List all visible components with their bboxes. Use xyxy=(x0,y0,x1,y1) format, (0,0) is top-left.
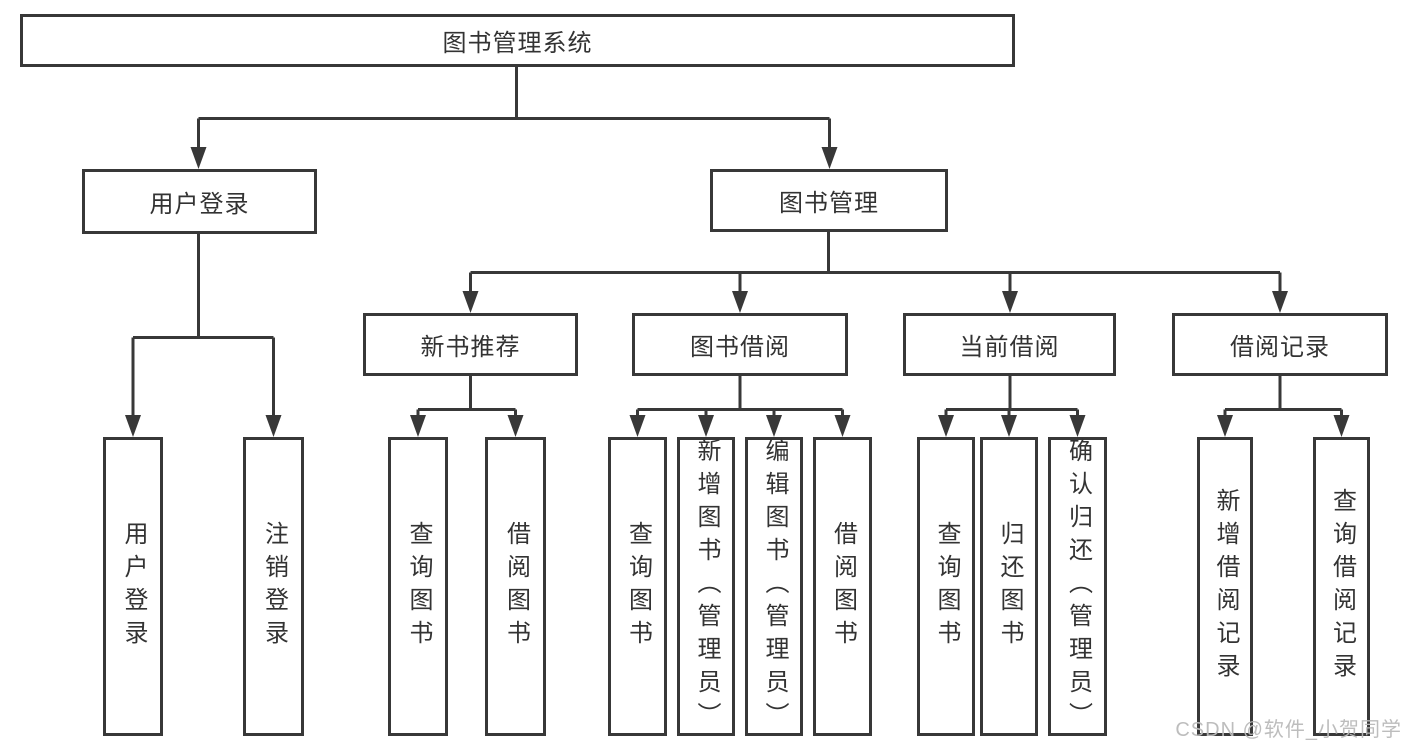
connector-new-book-rec-to-children xyxy=(416,376,517,418)
node-label: 查询图书 xyxy=(624,520,652,653)
node-leaf-query-books-3: 查询图书 xyxy=(917,437,975,736)
node-leaf-confirm-return-admin: 确认归还（管理员） xyxy=(1048,437,1107,736)
node-current-borrowing: 当前借阅 xyxy=(903,313,1116,376)
node-leaf-add-borrow-record: 新增借阅记录 xyxy=(1197,437,1253,736)
node-label: 新书推荐 xyxy=(420,334,521,361)
node-new-book-recommendation: 新书推荐 xyxy=(363,313,578,376)
connector-book-mgmt-to-level3 xyxy=(469,232,1282,294)
node-book-management: 图书管理 xyxy=(710,169,948,232)
node-label: 用户登录 xyxy=(149,191,250,218)
connector-book-borrow-to-children xyxy=(636,376,844,418)
node-label: 新增图书（管理员） xyxy=(693,438,720,735)
node-leaf-add-books-admin: 新增图书（管理员） xyxy=(677,437,735,736)
watermark: CSDN @软件_小贺同学 xyxy=(1175,719,1402,741)
node-label: 新增借阅记录 xyxy=(1212,487,1239,686)
node-label: 图书管理系统 xyxy=(442,30,593,57)
node-label: 借阅图书 xyxy=(829,520,857,653)
node-label: 归还图书 xyxy=(996,520,1023,653)
node-label: 查询借阅记录 xyxy=(1328,487,1356,686)
node-label: 查询图书 xyxy=(405,520,432,653)
node-leaf-query-borrow-record: 查询借阅记录 xyxy=(1313,437,1370,736)
node-leaf-borrow-books-1: 借阅图书 xyxy=(485,437,546,736)
connector-user-login-to-children xyxy=(131,234,275,418)
node-user-login: 用户登录 xyxy=(82,169,317,234)
node-leaf-logout: 注销登录 xyxy=(243,437,304,736)
node-leaf-return-books: 归还图书 xyxy=(980,437,1038,736)
connector-root-to-level2 xyxy=(197,66,831,150)
node-leaf-user-login: 用户登录 xyxy=(103,437,163,736)
node-library-management-system: 图书管理系统 xyxy=(20,14,1015,67)
connector-borrow-record-to-children xyxy=(1223,376,1343,418)
node-label: 借阅图书 xyxy=(502,520,530,653)
node-label: 图书借阅 xyxy=(690,334,790,361)
node-leaf-edit-books-admin: 编辑图书（管理员） xyxy=(745,437,803,736)
node-label: 当前借阅 xyxy=(959,334,1060,361)
node-label: 用户登录 xyxy=(120,520,147,653)
node-label: 注销登录 xyxy=(260,520,288,653)
node-borrowing-records: 借阅记录 xyxy=(1172,313,1388,376)
node-label: 图书管理 xyxy=(779,190,879,217)
node-leaf-query-books-1: 查询图书 xyxy=(388,437,448,736)
node-leaf-borrow-books-2: 借阅图书 xyxy=(813,437,872,736)
connector-current-borrow-to-children xyxy=(944,376,1079,418)
node-label: 编辑图书（管理员） xyxy=(761,438,788,735)
node-leaf-query-books-2: 查询图书 xyxy=(608,437,667,736)
node-label: 借阅记录 xyxy=(1230,334,1330,361)
node-book-borrowing: 图书借阅 xyxy=(632,313,848,376)
node-label: 确认归还（管理员） xyxy=(1064,438,1092,735)
node-label: 查询图书 xyxy=(933,520,960,653)
